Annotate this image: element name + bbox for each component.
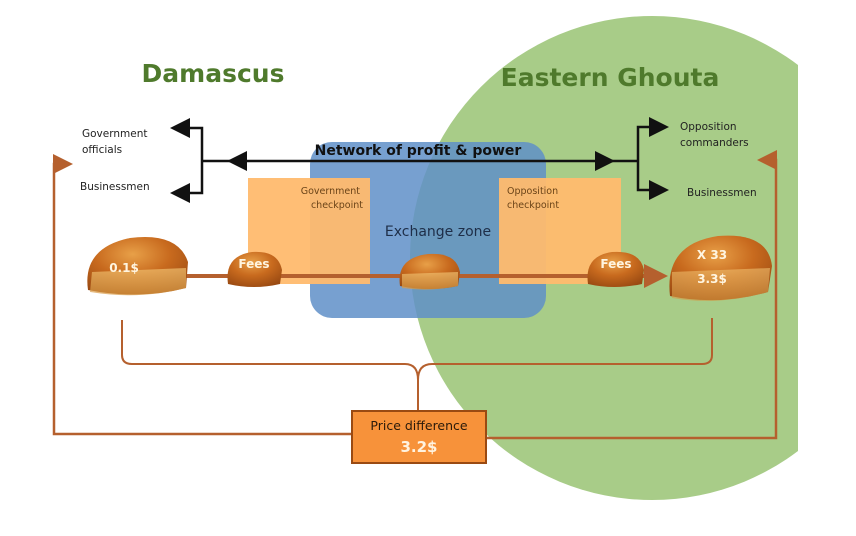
government-officials-text: Government officials <box>82 128 147 156</box>
price-difference-value: 3.2$ <box>400 438 437 456</box>
feedback-arrow-left <box>52 154 352 436</box>
fee-label-2: Fees <box>600 257 631 271</box>
network-title: Network of profit & power <box>315 143 522 159</box>
exchange-zone-label: Exchange zone <box>385 224 491 240</box>
bread-damascus: 0.1$ <box>87 237 188 296</box>
network-arrows <box>170 117 669 203</box>
bread-ghouta: X 33 3.3$ <box>669 235 772 301</box>
fee-label-1: Fees <box>238 257 269 271</box>
bread-fee-1: Fees <box>227 251 282 287</box>
government-officials-label: Government officials <box>82 128 147 156</box>
opposition-checkpoint-label: Opposition checkpoint <box>507 186 561 211</box>
label-line: officials <box>82 144 122 156</box>
eastern-ghouta-title: Eastern Ghouta <box>501 63 720 92</box>
label-line: Opposition <box>680 121 737 133</box>
bread-exchange <box>399 253 460 290</box>
price-difference-box <box>351 410 487 464</box>
businessmen-right-label: Businessmen <box>687 187 757 199</box>
opposition-commanders-label: Opposition commanders <box>680 121 749 149</box>
label-line: commanders <box>680 137 749 149</box>
ghouta-multiplier: X 33 <box>697 248 727 262</box>
damascus-price: 0.1$ <box>109 261 139 275</box>
ghouta-price: 3.3$ <box>697 272 727 286</box>
label-line: Government <box>82 128 147 140</box>
damascus-title: Damascus <box>142 59 285 88</box>
businessmen-left-label: Businessmen <box>80 181 150 193</box>
price-difference-label: Price difference <box>370 418 468 433</box>
price-brace <box>121 318 713 412</box>
bread-fee-2: Fees <box>587 251 644 287</box>
feedback-arrow-right <box>486 150 778 440</box>
government-checkpoint-label: Government checkpoint <box>301 186 364 211</box>
